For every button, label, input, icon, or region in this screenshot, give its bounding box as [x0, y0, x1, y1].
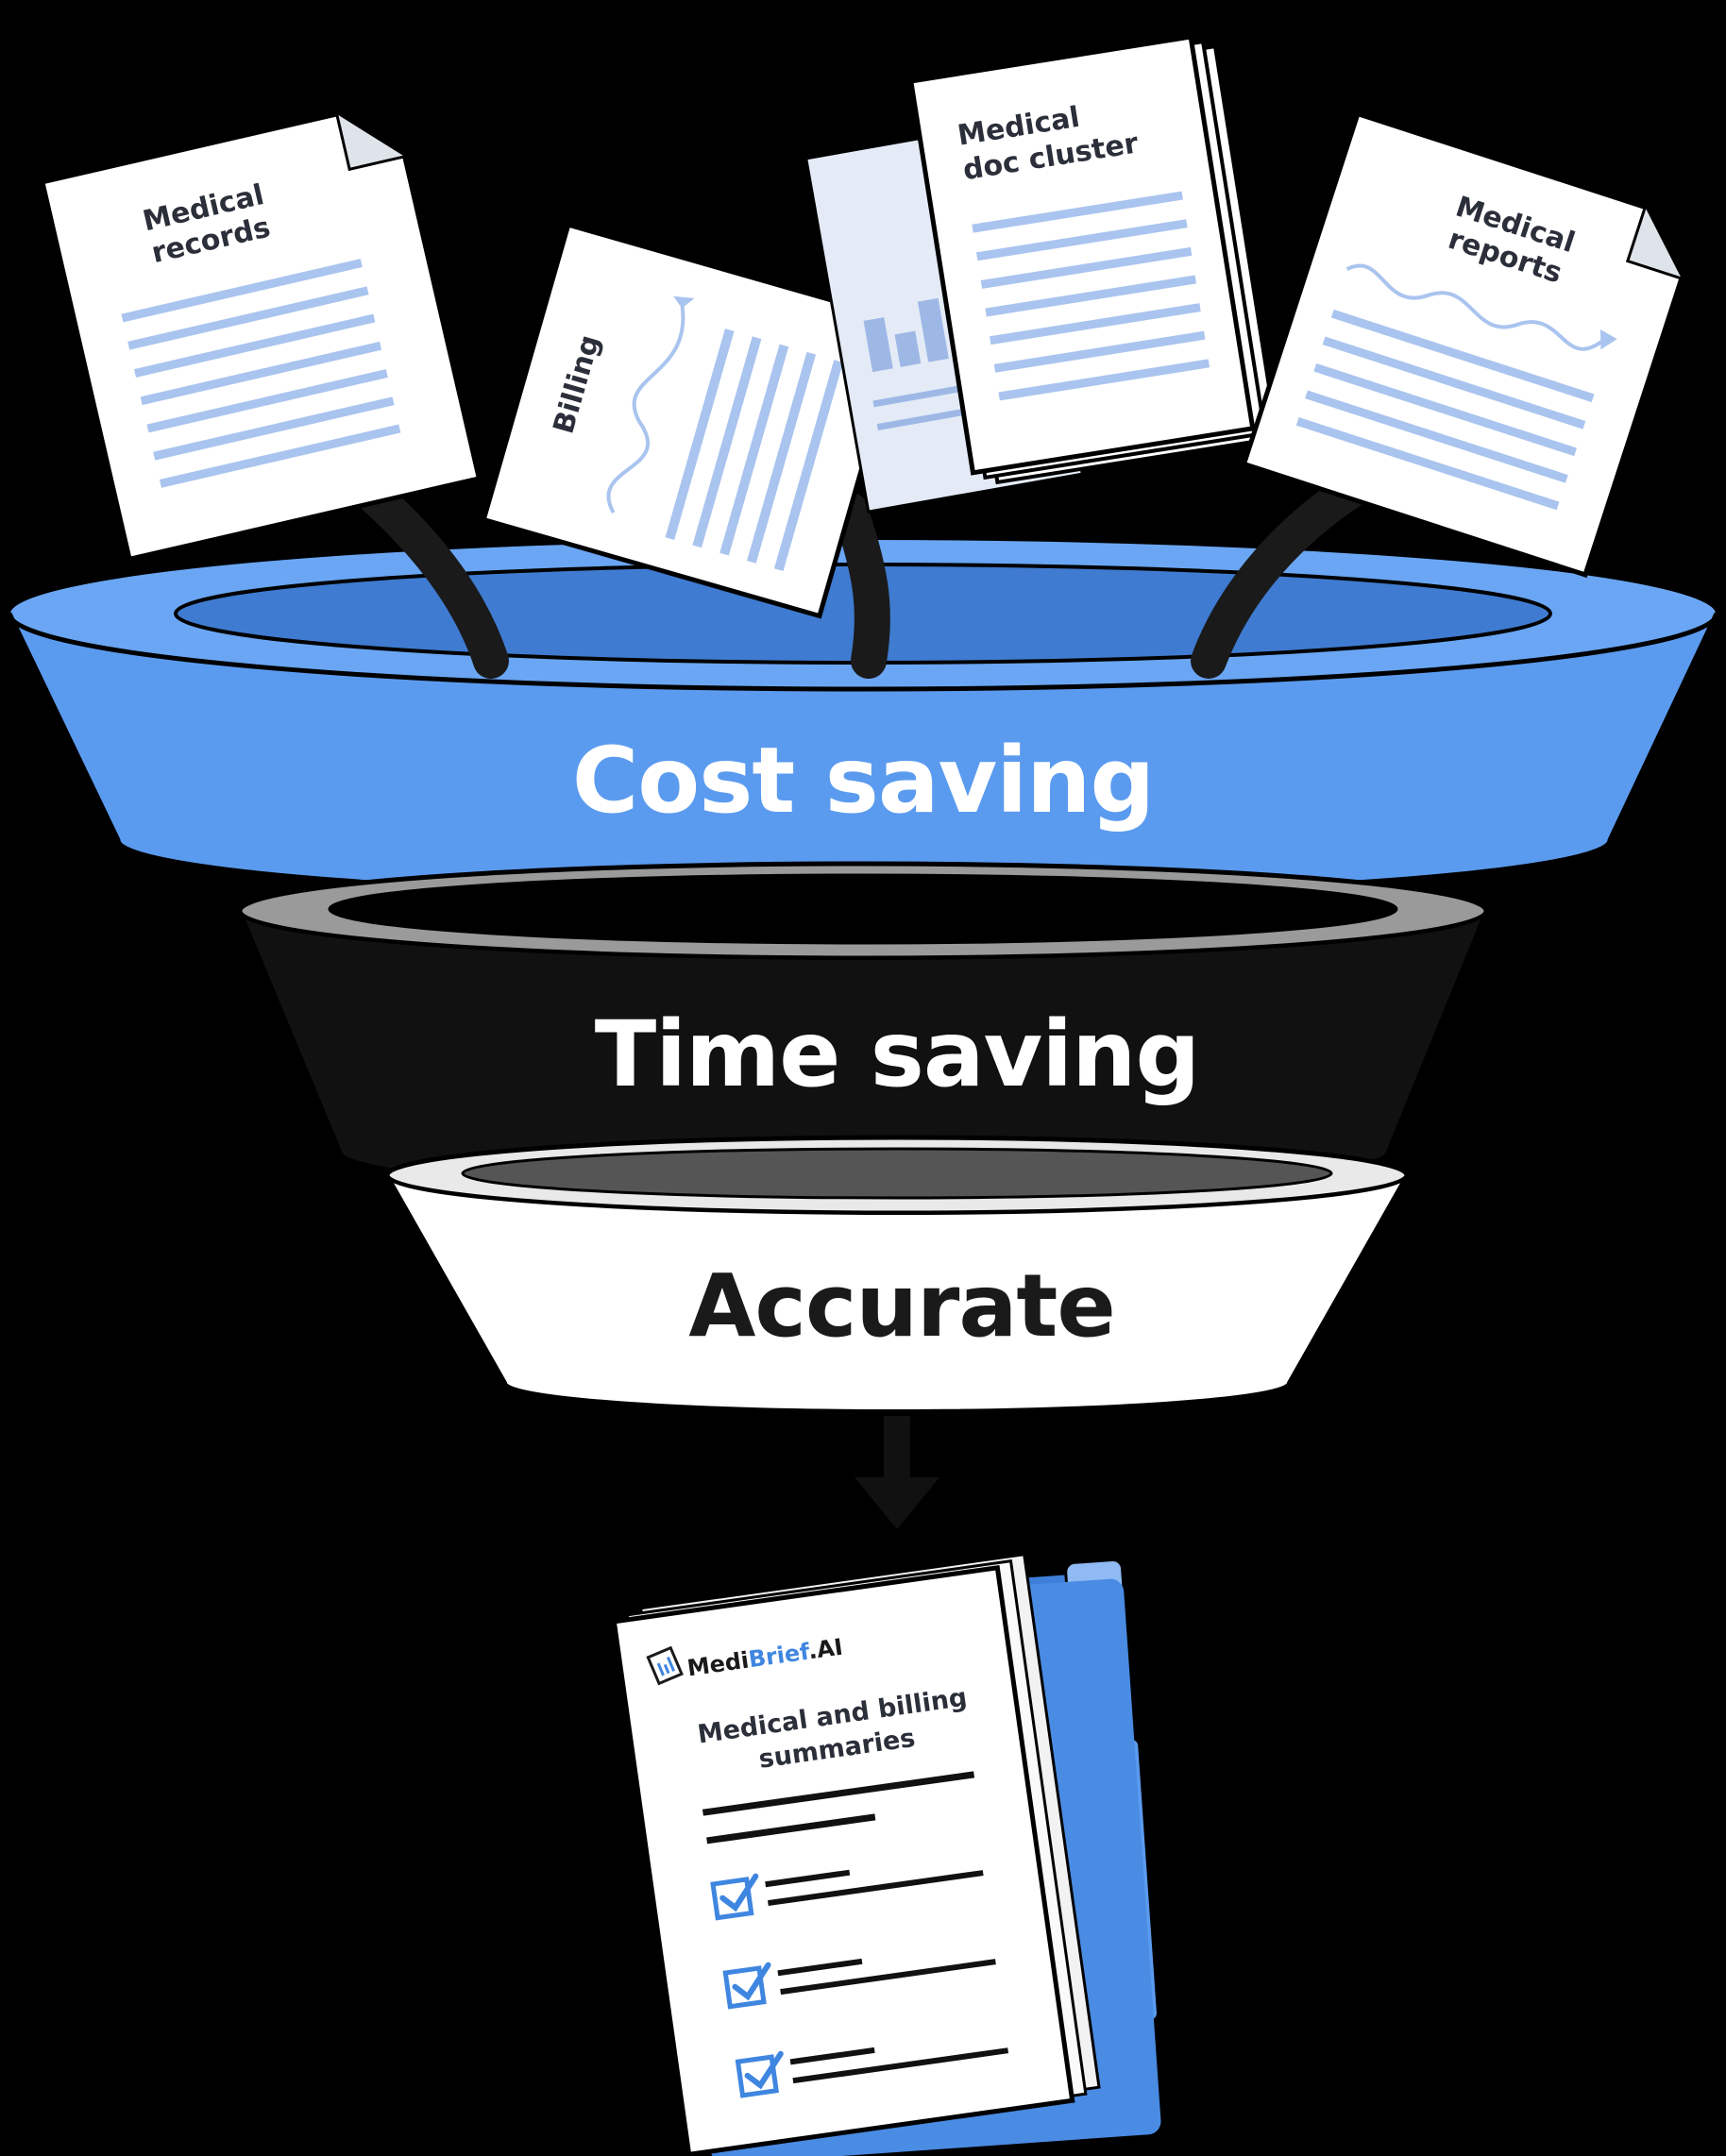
document-logo-icon: [646, 1645, 684, 1686]
doc-lines: [665, 328, 843, 572]
doc-lines: [972, 191, 1210, 401]
checkbox-checked-icon: [722, 1962, 771, 2010]
stage-label-cost-saving: Cost saving: [572, 728, 1154, 834]
stage-label-time-saving: Time saving: [595, 1002, 1199, 1107]
checklist-row: [735, 2047, 1009, 2098]
funnel-stage-accurate: Accurate: [384, 1135, 1410, 1413]
doc-lines: [121, 259, 401, 488]
checklist-row: [722, 1958, 996, 2010]
document-medical-reports: Medical reports: [1241, 110, 1684, 579]
stage-label-accurate: Accurate: [688, 1255, 1115, 1356]
arrow-down-icon: [855, 1416, 939, 1529]
brand-part-ai: .AI: [806, 1634, 844, 1665]
doc-lines: [1295, 309, 1595, 511]
checkbox-checked-icon: [710, 1873, 759, 1921]
output-summary-folder: MediBrief.AI Medical and billing summari…: [611, 1553, 1163, 2156]
checkbox-checked-icon: [735, 2050, 784, 2098]
checklist-row: [710, 1869, 984, 1921]
document-medical-doc-cluster: Medical doc cluster: [907, 34, 1279, 485]
document-billing: Billing: [481, 221, 894, 619]
document-medical-records: Medical records: [39, 111, 482, 563]
funnel-stage-time-saving: Time saving: [237, 861, 1489, 1196]
